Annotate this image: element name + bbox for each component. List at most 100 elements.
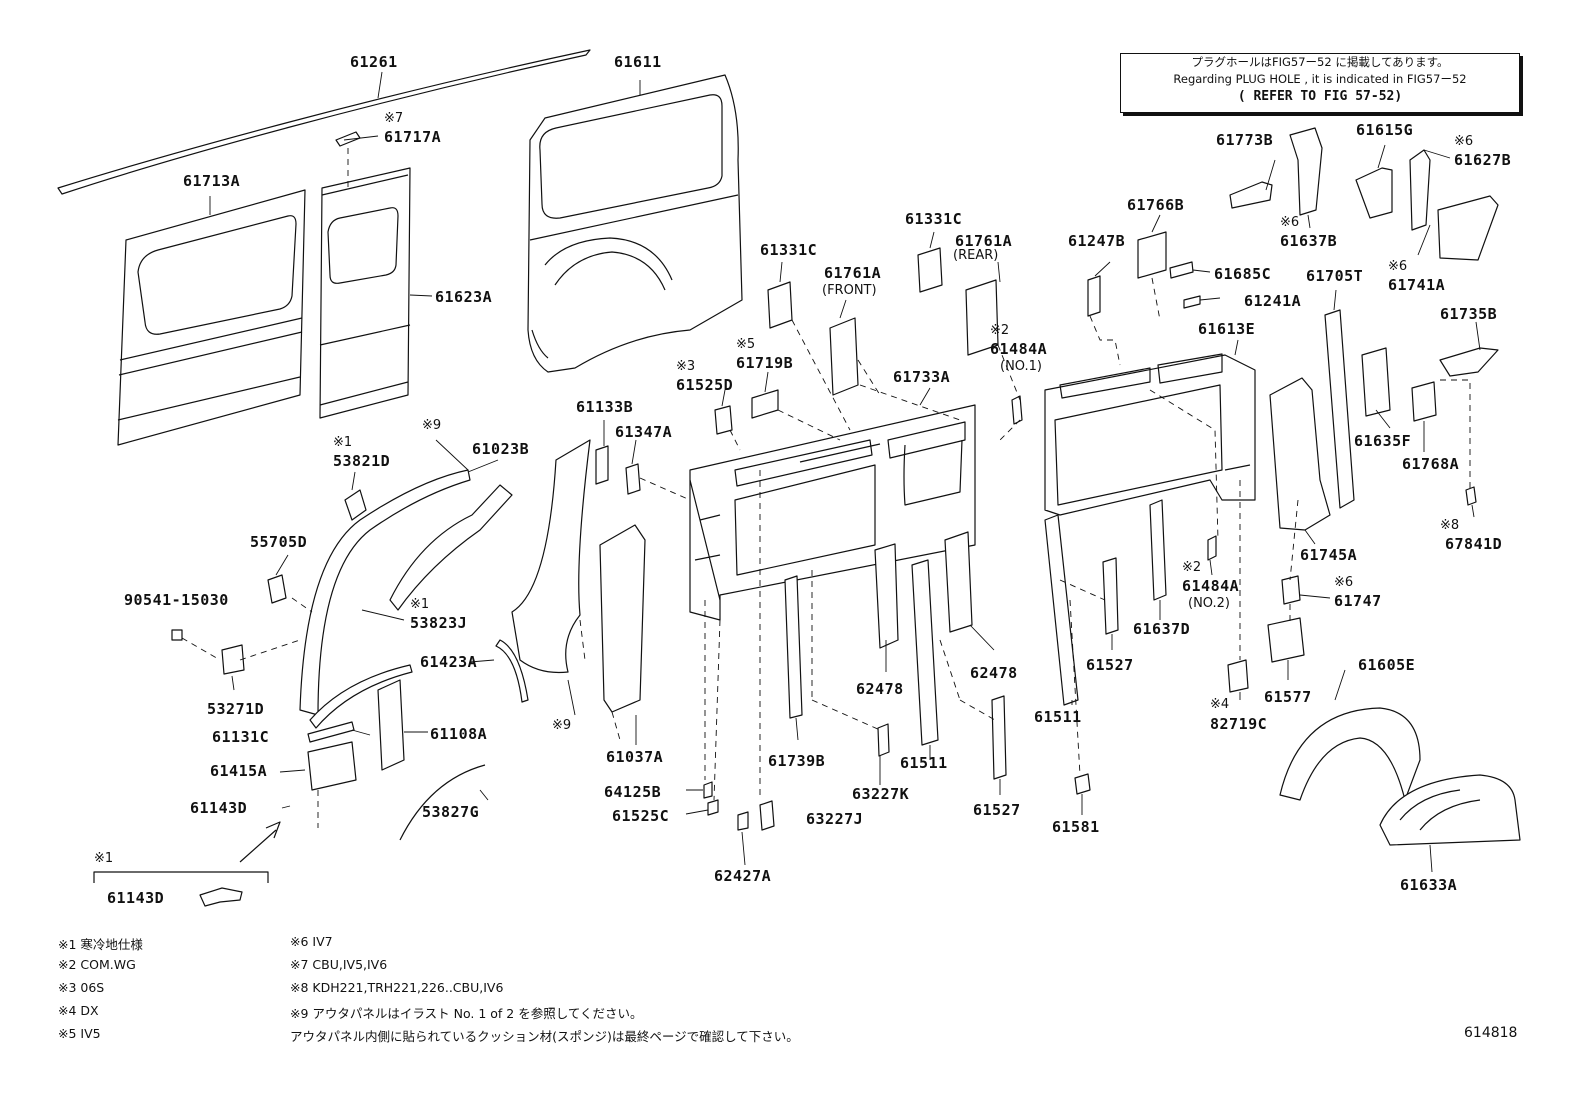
part-label[interactable]: 61581 xyxy=(1052,818,1100,836)
part-61705T xyxy=(1324,309,1355,509)
part-label[interactable]: 61685C xyxy=(1214,265,1272,283)
figure-number: 614818 xyxy=(1464,1025,1518,1041)
variant-mark: ※3 xyxy=(676,359,696,374)
part-label[interactable]: 53821D xyxy=(333,452,391,470)
part-label[interactable]: 61637D xyxy=(1133,620,1191,638)
roof-drip-molding-61261 xyxy=(57,49,591,195)
part-label[interactable]: 61627B xyxy=(1454,151,1512,169)
part-label[interactable]: 63227K xyxy=(852,785,910,803)
part-label[interactable]: 61611 xyxy=(614,53,662,71)
part-label[interactable]: 61733A xyxy=(893,368,951,386)
part-61241A xyxy=(1183,295,1201,309)
part-61685C xyxy=(1169,261,1194,279)
part-label[interactable]: 61747 xyxy=(1334,592,1382,610)
part-label[interactable]: 61023B xyxy=(472,440,530,458)
part-label[interactable]: 53271D xyxy=(207,700,265,718)
part-label[interactable]: 61739B xyxy=(768,752,826,770)
variant-mark: ※9 xyxy=(422,418,442,433)
part-label[interactable]: 61511 xyxy=(1034,708,1082,726)
part-label[interactable]: 61605E xyxy=(1358,656,1416,674)
part-label[interactable]: 61484A xyxy=(1182,577,1240,595)
wheelhouse-61633A xyxy=(1379,774,1521,846)
part-label[interactable]: 61745A xyxy=(1300,546,1358,564)
part-label[interactable]: 61133B xyxy=(576,398,634,416)
member-61511-a xyxy=(911,559,939,746)
variant-mark: ※6 xyxy=(1454,134,1474,149)
side-door-panel-61623A xyxy=(319,167,411,419)
part-label[interactable]: 61768A xyxy=(1402,455,1460,473)
part-label[interactable]: 61423A xyxy=(420,653,478,671)
part-53821D xyxy=(344,489,367,521)
part-label[interactable]: 61037A xyxy=(606,748,664,766)
part-label[interactable]: 61761A xyxy=(955,232,1013,250)
part-label[interactable]: 61131C xyxy=(212,728,270,746)
part-label[interactable]: 61525D xyxy=(676,376,734,394)
part-label[interactable]: 61108A xyxy=(430,725,488,743)
part-label[interactable]: 61261 xyxy=(350,53,398,71)
part-label[interactable]: 61615G xyxy=(1356,121,1414,139)
part-label[interactable]: 61247B xyxy=(1068,232,1126,250)
part-label[interactable]: 82719C xyxy=(1210,715,1268,733)
part-label[interactable]: 61577 xyxy=(1264,688,1312,706)
part-label[interactable]: 62478 xyxy=(970,664,1018,682)
part-label[interactable]: 61525C xyxy=(612,807,670,825)
part-label[interactable]: 61415A xyxy=(210,762,268,780)
footnote: ※2 COM.WG xyxy=(58,957,136,972)
part-label[interactable]: 53827G xyxy=(422,803,480,821)
pillar-61037A xyxy=(599,524,646,713)
part-label[interactable]: 61766B xyxy=(1127,196,1185,214)
part-label[interactable]: 61527 xyxy=(973,801,1021,819)
part-label[interactable]: 61719B xyxy=(736,354,794,372)
part-61768A xyxy=(1411,381,1437,422)
part-label[interactable]: 61143D xyxy=(107,889,165,907)
part-label[interactable]: 90541-15030 xyxy=(124,591,229,609)
part-61131C xyxy=(307,721,355,743)
part-label[interactable]: 63227J xyxy=(806,810,864,828)
pillar-61745A xyxy=(1269,377,1331,531)
part-label[interactable]: 61713A xyxy=(183,172,241,190)
part-61525C xyxy=(707,799,719,816)
refbox-line-english: Regarding PLUG HOLE , it is indicated in… xyxy=(1173,72,1467,86)
part-label[interactable]: 61331C xyxy=(905,210,963,228)
part-label[interactable]: 55705D xyxy=(250,533,308,551)
part-61741A xyxy=(1437,195,1499,261)
part-label[interactable]: 64125B xyxy=(604,783,662,801)
part-61747 xyxy=(1281,575,1301,605)
part-label[interactable]: 61773B xyxy=(1216,131,1274,149)
part-label[interactable]: 61735B xyxy=(1440,305,1498,323)
footnote: ※7 CBU,IV5,IV6 xyxy=(290,957,388,972)
variant-mark: ※1 xyxy=(410,597,430,612)
footnote: ※9 アウタパネルはイラスト No. 1 of 2 を参照してください。 xyxy=(290,1006,643,1021)
part-label[interactable]: 61511 xyxy=(900,754,948,772)
member-61637D xyxy=(1149,499,1167,601)
part-label[interactable]: 61717A xyxy=(384,128,442,146)
part-label[interactable]: 62427A xyxy=(714,867,772,885)
part-label[interactable]: 61143D xyxy=(190,799,248,817)
part-label[interactable]: 67841D xyxy=(1445,535,1503,553)
part-label[interactable]: 61705T xyxy=(1306,267,1364,285)
part-label[interactable]: 62478 xyxy=(856,680,904,698)
part-61735B xyxy=(1439,347,1499,377)
part-label[interactable]: 61347A xyxy=(615,423,673,441)
part-label[interactable]: 53823J xyxy=(410,614,468,632)
part-label[interactable]: 61623A xyxy=(435,288,493,306)
part-61773B xyxy=(1229,181,1273,209)
part-label[interactable]: 61761A xyxy=(824,264,882,282)
part-label[interactable]: 61527 xyxy=(1086,656,1134,674)
part-53271D xyxy=(221,644,245,675)
variant-mark: ※7 xyxy=(384,111,404,126)
part-61719B xyxy=(751,389,779,419)
part-label[interactable]: 61635F xyxy=(1354,432,1412,450)
part-label[interactable]: 61331C xyxy=(760,241,818,259)
part-61133B xyxy=(595,445,609,485)
part-label[interactable]: 61241A xyxy=(1244,292,1302,310)
part-label[interactable]: 61484A xyxy=(990,340,1048,358)
part-61484A-no2 xyxy=(1207,535,1217,561)
part-label[interactable]: 61633A xyxy=(1400,876,1458,894)
variant-mark: ※1 xyxy=(333,435,353,450)
part-label[interactable]: 61741A xyxy=(1388,276,1446,294)
part-61108A xyxy=(377,679,405,771)
part-label[interactable]: 61613E xyxy=(1198,320,1256,338)
part-61581 xyxy=(1074,773,1091,795)
part-label[interactable]: 61637B xyxy=(1280,232,1338,250)
